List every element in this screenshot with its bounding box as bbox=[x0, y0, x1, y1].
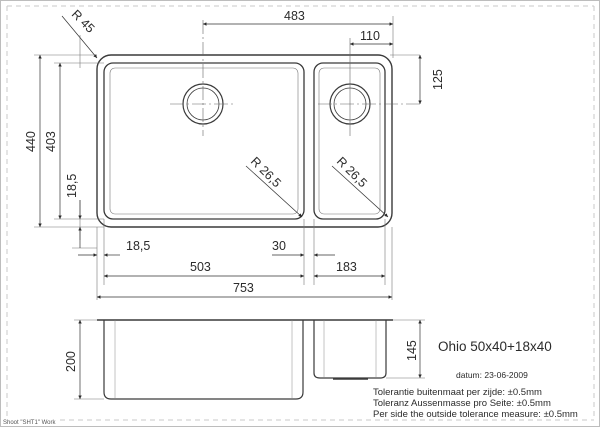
dim-753: 753 bbox=[233, 281, 254, 295]
tolerance-line-de: Toleranz Aussenmasse pro Seite: ±0.5mm bbox=[373, 398, 551, 409]
dimension-lines bbox=[38, 15, 422, 299]
dashed-frame bbox=[6, 5, 595, 421]
sink-side-view bbox=[97, 319, 393, 400]
sheet-label: Shoot "SHT1" Work bbox=[3, 420, 57, 426]
side-dimension-texts: 200 145 bbox=[64, 340, 419, 372]
dim-440: 440 bbox=[24, 131, 38, 152]
large-bowl-inner bbox=[109, 67, 299, 215]
dim-18-5-vertical: 18,5 bbox=[65, 174, 79, 198]
large-bowl-outline bbox=[103, 62, 305, 220]
drawing-title: Ohio 50x40+18x40 bbox=[438, 339, 552, 354]
outer-rim bbox=[96, 54, 393, 228]
large-bowl-profile bbox=[103, 320, 304, 400]
dim-503: 503 bbox=[190, 260, 211, 274]
small-bowl-profile bbox=[313, 320, 387, 379]
extension-lines bbox=[34, 16, 420, 300]
drawing-date: datum: 23-06-2009 bbox=[456, 370, 528, 380]
dim-145: 145 bbox=[405, 340, 419, 361]
title-block: Ohio 50x40+18x40 datum: 23-06-2009 Toler… bbox=[3, 339, 578, 426]
tolerance-line-nl: Tolerantie buitenmaat per zijde: ±0.5mm bbox=[373, 387, 542, 398]
dim-403: 403 bbox=[44, 131, 58, 152]
dim-30: 30 bbox=[272, 239, 286, 253]
center-lines bbox=[170, 20, 420, 136]
small-bowl-inner bbox=[318, 67, 381, 215]
small-bowl-outline bbox=[313, 62, 386, 220]
dim-18-5-horizontal: 18,5 bbox=[126, 239, 150, 253]
side-dimension-lines bbox=[74, 319, 425, 400]
dim-483: 483 bbox=[284, 9, 305, 23]
dim-183: 183 bbox=[336, 260, 357, 274]
dim-125: 125 bbox=[431, 69, 445, 90]
dim-110: 110 bbox=[360, 29, 380, 43]
tolerance-line-en: Per side the outside tolerance measure: … bbox=[373, 409, 578, 420]
dim-200: 200 bbox=[64, 351, 78, 372]
